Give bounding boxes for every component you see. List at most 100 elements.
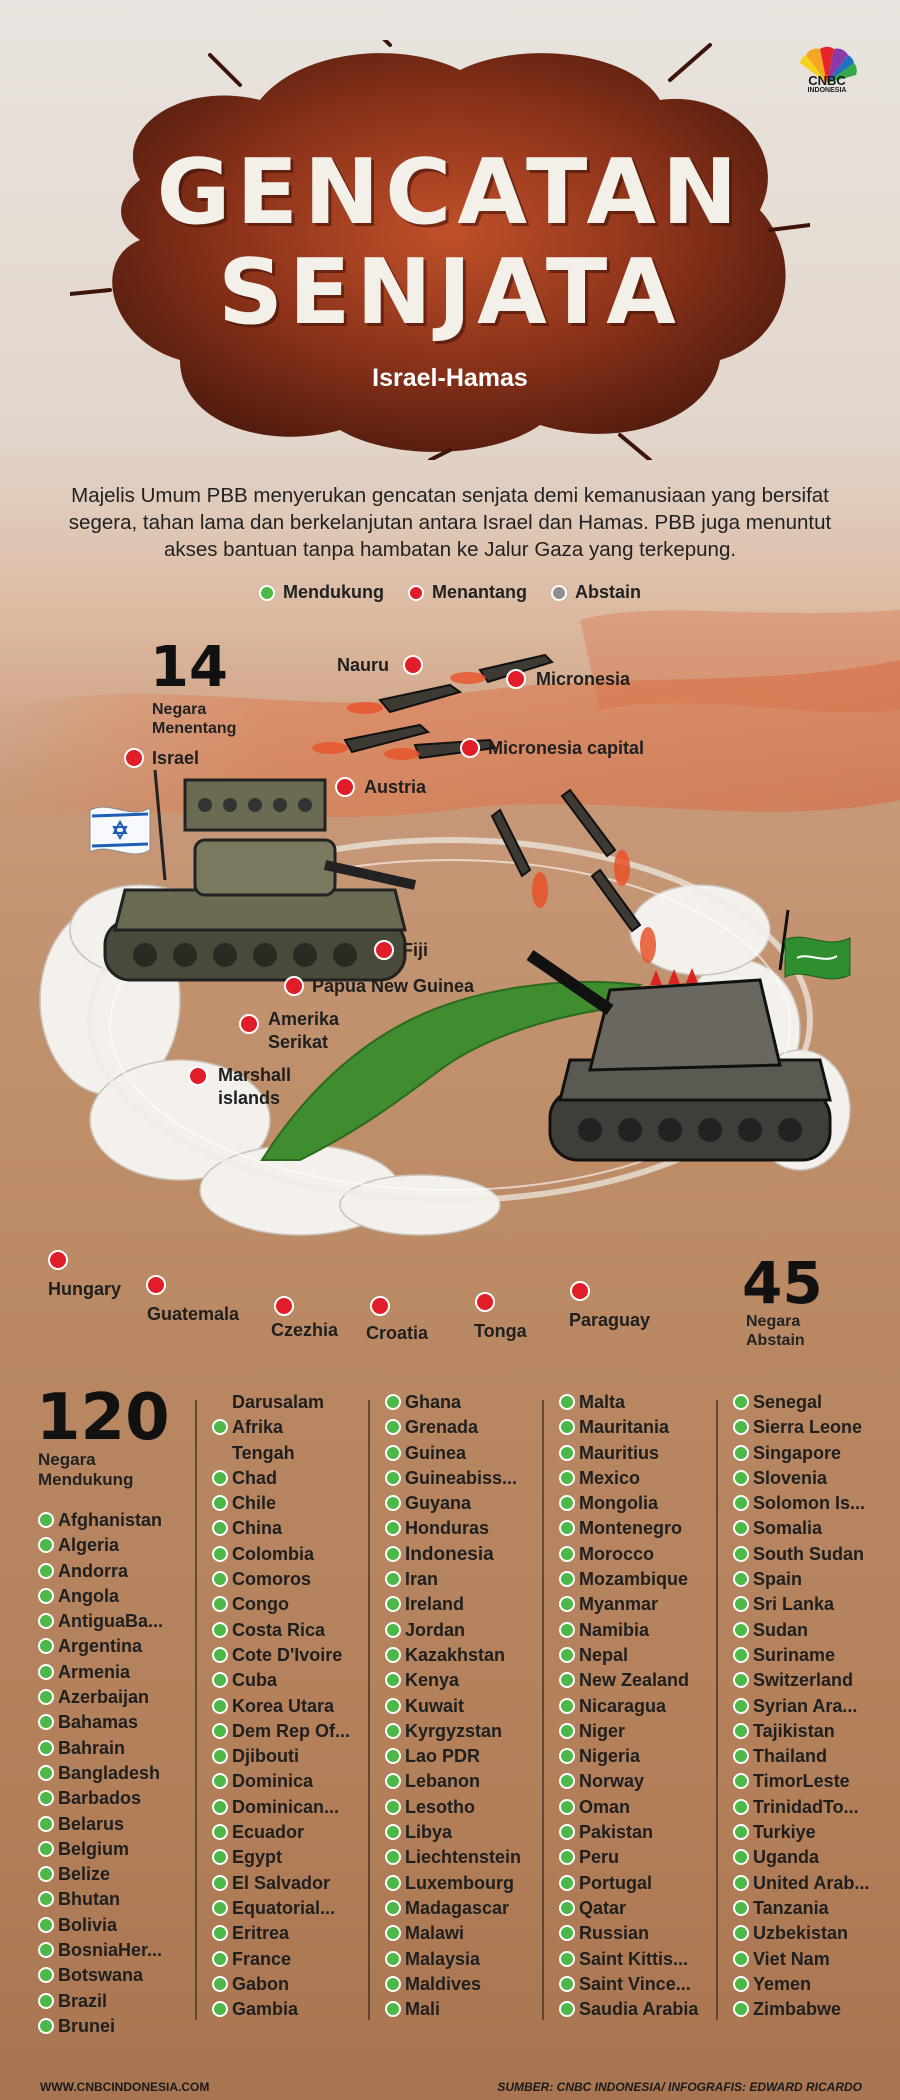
green-dot-icon xyxy=(212,1975,228,1992)
green-dot-icon xyxy=(559,1798,575,1815)
support-country-name: Darusalam xyxy=(232,1392,325,1412)
support-country-name: Belize xyxy=(58,1864,111,1885)
green-dot-icon xyxy=(212,1545,228,1562)
pin-amerika-serikat xyxy=(239,1014,259,1034)
green-dot-icon xyxy=(212,1899,228,1916)
green-dot-icon xyxy=(559,1394,575,1410)
column-divider xyxy=(716,1400,718,2020)
green-dot-icon xyxy=(733,1545,749,1562)
israel-flag xyxy=(89,806,151,855)
green-dot-icon xyxy=(38,2017,54,2034)
support-country-name: Libya xyxy=(405,1822,453,1843)
support-country-name: Solomon Is... xyxy=(753,1493,866,1514)
green-dot-icon xyxy=(38,1714,54,1731)
green-dot-icon xyxy=(385,1975,401,1992)
green-dot-icon xyxy=(212,1824,228,1841)
right-tank xyxy=(526,909,832,1162)
support-country-name: Colombia xyxy=(232,1543,315,1564)
green-dot-icon xyxy=(38,1992,54,2009)
green-dot-icon xyxy=(733,1520,749,1537)
label-tonga: Tonga xyxy=(474,1321,527,1341)
support-country-name: Slovenia xyxy=(753,1467,828,1488)
support-country-name: Somalia xyxy=(753,1518,823,1539)
green-dot-icon xyxy=(38,1967,54,1984)
support-country-name: Bolivia xyxy=(58,1914,118,1935)
green-dot-icon xyxy=(385,1899,401,1916)
support-country-name: Senegal xyxy=(753,1392,823,1412)
green-dot-icon xyxy=(733,1748,749,1765)
green-dot-icon xyxy=(733,1571,749,1588)
abstain-caption-2: Abstain xyxy=(746,1332,805,1349)
support-country-name: Guineabiss... xyxy=(405,1467,518,1488)
green-dot-icon xyxy=(38,1764,54,1781)
green-dot-icon xyxy=(38,1587,54,1604)
green-dot-icon xyxy=(38,1739,54,1756)
support-country-name: Uzbekistan xyxy=(753,1923,849,1944)
pin-croatia xyxy=(370,1296,390,1316)
title-line-2: SENJATA xyxy=(218,240,682,345)
support-country-name: Congo xyxy=(232,1594,289,1615)
pin-paraguay xyxy=(570,1281,590,1301)
support-country-name: Egypt xyxy=(232,1847,283,1868)
support-country-name: Nicaragua xyxy=(579,1695,667,1716)
green-dot-icon xyxy=(559,1571,575,1588)
green-dot-icon xyxy=(559,1697,575,1714)
support-country-name: TimorLeste xyxy=(753,1771,850,1792)
green-dot-icon xyxy=(385,1596,401,1613)
green-dot-icon xyxy=(212,1495,228,1512)
support-country-name: Armenia xyxy=(58,1661,131,1682)
column-divider xyxy=(195,1400,197,2020)
battle-scene-illustration xyxy=(0,610,900,1236)
green-dot-icon xyxy=(38,1512,54,1528)
green-dot-icon xyxy=(385,1672,401,1689)
green-dot-icon xyxy=(212,1596,228,1613)
green-dot-icon xyxy=(38,1790,54,1807)
green-dot-icon xyxy=(733,1646,749,1663)
pin-czechia xyxy=(274,1296,294,1316)
support-country-name: Saint Vince... xyxy=(579,1973,691,1994)
green-dot-icon xyxy=(559,1950,575,1967)
green-dot-icon xyxy=(733,1849,749,1866)
support-country-name: Maldives xyxy=(405,1973,482,1994)
support-country-name: Angola xyxy=(58,1585,119,1606)
support-country-name: Ghana xyxy=(405,1392,462,1412)
green-dot-icon xyxy=(385,1469,401,1486)
support-country-name: Sri Lanka xyxy=(753,1594,835,1615)
label-croatia: Croatia xyxy=(366,1323,429,1343)
green-dot-icon xyxy=(38,1689,54,1706)
support-country-name: Equatorial... xyxy=(232,1897,336,1918)
green-dot-icon xyxy=(733,1798,749,1815)
green-dot-icon xyxy=(733,1419,749,1436)
support-country-name: Switzerland xyxy=(753,1670,854,1691)
green-dot-icon xyxy=(212,1874,228,1891)
green-dot-icon xyxy=(38,1815,54,1832)
logo-wordmark: CNBC xyxy=(808,73,846,88)
pin-fiji xyxy=(374,940,394,960)
support-country-name: Algeria xyxy=(58,1535,120,1556)
green-dot-icon xyxy=(38,1537,54,1554)
green-dot-icon xyxy=(559,1975,575,1992)
cnbc-peacock-logo xyxy=(800,46,857,83)
pin-guatemala xyxy=(146,1275,166,1295)
support-country-name: Cuba xyxy=(232,1670,277,1691)
support-country-name: Madagascar xyxy=(405,1897,510,1918)
support-country-name: Azerbaijan xyxy=(58,1687,150,1708)
green-dot-icon xyxy=(733,1672,749,1689)
green-dot-icon xyxy=(385,1722,401,1739)
green-dot-icon xyxy=(733,1697,749,1714)
support-count: 120 xyxy=(36,1381,170,1455)
support-country-name: Montenegro xyxy=(579,1518,682,1539)
green-dot-icon xyxy=(733,1469,749,1486)
support-country-name: Sudan xyxy=(753,1619,809,1640)
footer-source: SUMBER: CNBC INDONESIA/ INFOGRAFIS: EDWA… xyxy=(497,2080,862,2094)
support-country-name: Mauritania xyxy=(579,1417,670,1438)
label-marshall-islands-2: islands xyxy=(218,1088,281,1108)
support-country-name: AntiguaBa... xyxy=(58,1611,164,1632)
green-dot-icon xyxy=(733,2001,749,2018)
green-dot-icon xyxy=(733,1444,749,1461)
support-country-name: Ireland xyxy=(405,1594,465,1615)
green-dot-icon xyxy=(733,1824,749,1841)
pin-papua-new-guinea xyxy=(284,976,304,996)
label-czechia: Czezhia xyxy=(271,1320,339,1340)
